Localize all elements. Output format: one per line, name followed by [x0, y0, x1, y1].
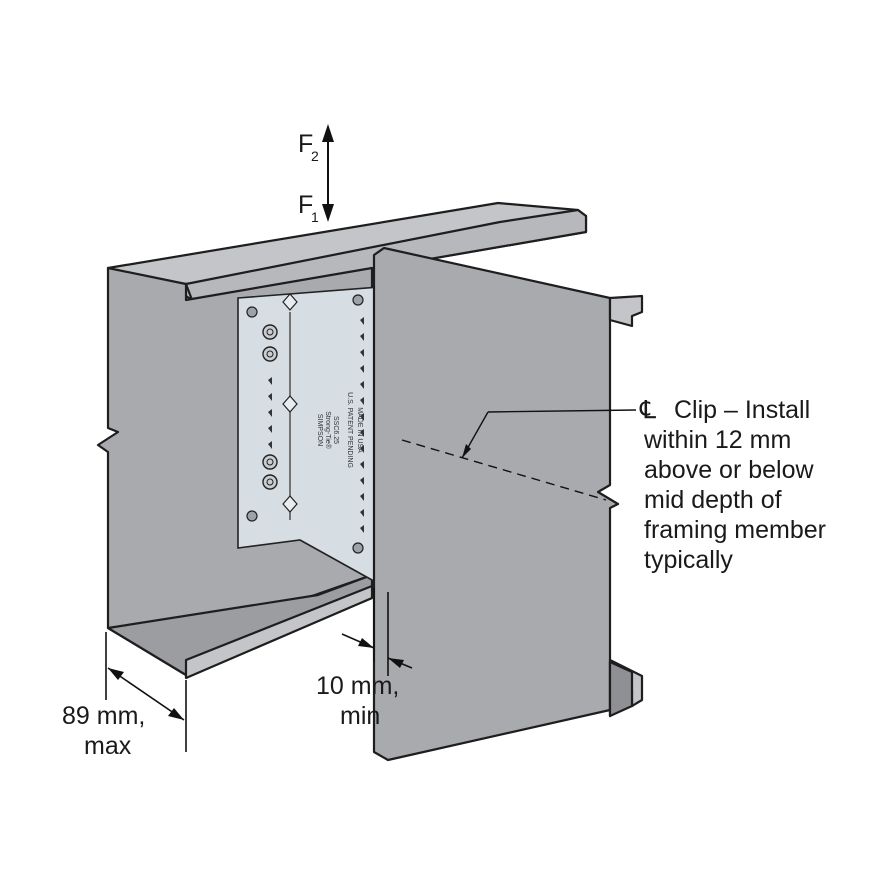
callout-line-4: mid depth of [644, 486, 782, 514]
small-slot [360, 461, 364, 469]
right-bottom-return [608, 660, 634, 718]
small-slot [360, 429, 364, 437]
small-slot [360, 413, 364, 421]
screw-center [266, 458, 274, 466]
callout-line-2: within 12 mm [643, 426, 791, 454]
centerline-symbol: ℄ [639, 396, 656, 424]
small-slot [360, 365, 364, 373]
right-web [372, 246, 620, 762]
flange-dimension: 89 mm, max [62, 632, 187, 760]
force-f1-label: F [298, 191, 313, 219]
screw-head [262, 346, 278, 362]
small-slot [360, 397, 364, 405]
screw-head [262, 324, 278, 340]
screw-head [262, 474, 278, 490]
callout-line-6: typically [644, 546, 733, 574]
small-slot [360, 333, 364, 341]
force-f2-label: F [298, 130, 313, 158]
force-down-arrowhead [322, 204, 334, 222]
small-slot [360, 477, 364, 485]
small-slot [268, 441, 272, 449]
diamond-slot [282, 495, 298, 513]
bolt-hole [352, 294, 364, 306]
callout-line-1: Clip – Install [674, 396, 810, 424]
screw-center [266, 478, 274, 486]
small-slot [360, 349, 364, 357]
force-f1-subscript: 1 [311, 209, 319, 225]
small-slot [360, 317, 364, 325]
screw-center [266, 350, 274, 358]
small-slot [360, 509, 364, 517]
small-slot [360, 525, 364, 533]
stamp-product: Strong-Tie® [324, 411, 332, 449]
small-slot [268, 393, 272, 401]
small-slot [360, 445, 364, 453]
bolt-hole [352, 542, 364, 554]
stamp-origin: MADE IN USA [356, 407, 363, 453]
small-slot [360, 381, 364, 389]
stamp-brand: SIMPSON [316, 414, 323, 446]
diamond-slot [282, 395, 298, 413]
bottom-flange-lip [184, 584, 374, 680]
clip-callout: ℄ Clip – Install within 12 mm above or b… [639, 396, 826, 574]
bolt-hole [246, 306, 258, 318]
small-slot [360, 493, 364, 501]
screw-center [266, 328, 274, 336]
mid-depth-centerline [401, 439, 607, 501]
gap-dimension-value: 10 mm, [316, 672, 399, 700]
gap-dimension: 10 mm, min [316, 588, 413, 730]
small-slot [268, 425, 272, 433]
stamp-model: SSC6.25 [332, 416, 339, 444]
callout-line-5: framing member [644, 516, 826, 544]
small-slot [268, 377, 272, 385]
diamond-slot [282, 293, 298, 311]
force-up-arrowhead [322, 124, 334, 142]
small-slot [268, 409, 272, 417]
right-stud-member [372, 246, 644, 762]
callout-line-3: above or below [644, 456, 815, 484]
right-top-lip [608, 294, 644, 328]
force-arrow: F 2 F 1 [298, 124, 334, 225]
stamp-patent: U.S. PATENT PENDING [346, 392, 353, 468]
force-f2-subscript: 2 [311, 148, 319, 164]
bolt-hole [246, 510, 258, 522]
screw-head [262, 454, 278, 470]
flange-dimension-qualifier: max [84, 732, 132, 760]
gap-dimension-qualifier: min [340, 702, 380, 730]
flange-dimension-value: 89 mm, [62, 702, 145, 730]
